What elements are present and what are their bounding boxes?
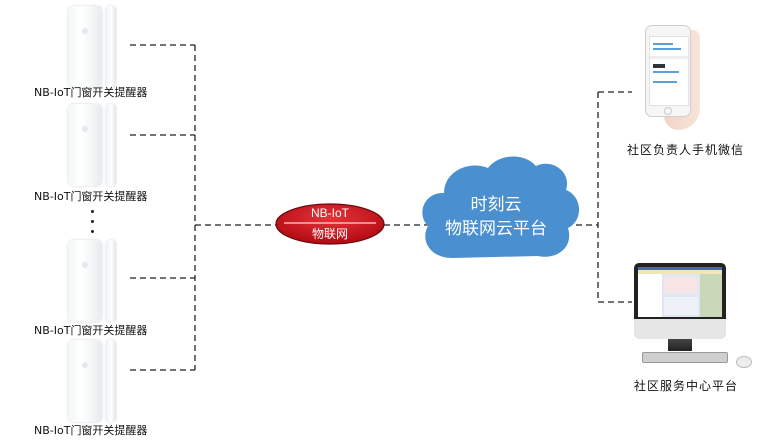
smartphone-icon [645, 25, 691, 117]
ellipsis-dot [91, 220, 94, 223]
ellipsis-dot [91, 230, 94, 233]
door-sensor-4 [68, 340, 120, 422]
mouse-icon [736, 356, 752, 368]
device-label-1: NB-IoT门窗开关提醒器 [34, 86, 148, 99]
door-sensor-2 [68, 104, 120, 186]
nb-iot-network-ellipse [275, 203, 385, 245]
cloud-label-line2: 物联网云平台 [445, 219, 547, 239]
device-label-4: NB-IoT门窗开关提醒器 [34, 424, 148, 437]
device-label-3: NB-IoT门窗开关提醒器 [34, 324, 148, 337]
door-sensor-3 [68, 240, 120, 322]
network-label-line1: NB-IoT [310, 206, 349, 220]
desktop-monitor-icon [634, 263, 726, 339]
ellipsis-dot [91, 210, 94, 213]
cloud-label-line1: 时刻云 [470, 195, 522, 215]
phone-endpoint-label: 社区负责人手机微信 [627, 143, 745, 157]
desktop-endpoint-label: 社区服务中心平台 [634, 379, 739, 393]
network-label-line2: 物联网 [311, 227, 348, 241]
device-label-2: NB-IoT门窗开关提醒器 [34, 190, 148, 203]
door-sensor-1 [68, 6, 120, 88]
keyboard-icon [642, 352, 728, 363]
monitor-stand [668, 339, 692, 351]
cloud-shape [422, 156, 580, 258]
